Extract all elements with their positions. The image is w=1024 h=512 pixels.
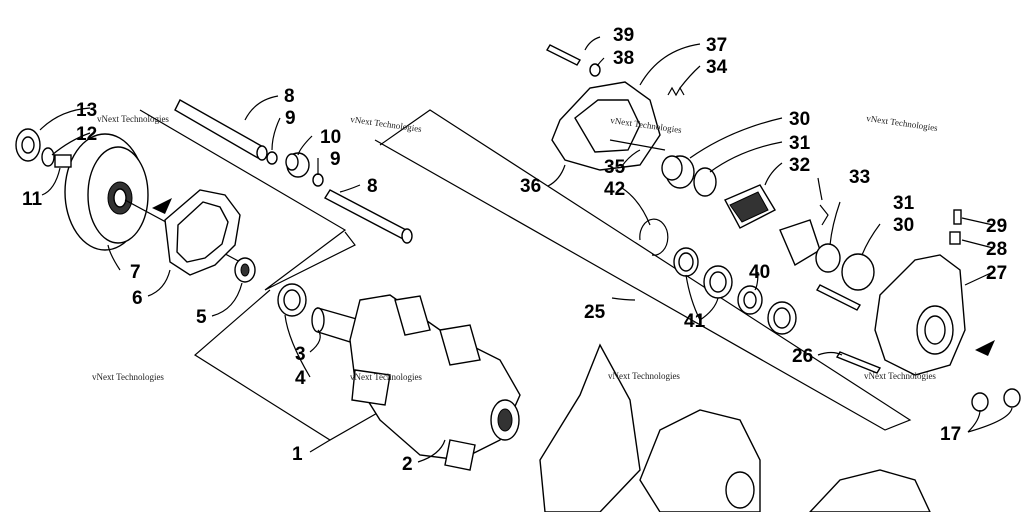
- bearing-ring-part-4: [277, 283, 307, 317]
- callout-7: 7: [130, 262, 141, 283]
- callout-30-upper: 30: [789, 109, 810, 130]
- bushing-part-11: [54, 154, 72, 168]
- callout-27: 27: [986, 263, 1007, 284]
- nut-part-17-a: [971, 392, 989, 412]
- callout-33: 33: [849, 167, 870, 188]
- callout-30-lower: 30: [893, 215, 914, 236]
- roller-part-10: [285, 152, 310, 178]
- washer-part-38: [589, 63, 601, 77]
- bolt-part-39: [546, 44, 581, 66]
- group-outline-upper-left: [139, 109, 356, 291]
- drive-sheave-part: [64, 133, 256, 271]
- callout-38: 38: [613, 48, 634, 69]
- callout-31-lower: 31: [893, 193, 915, 214]
- watermark-text: vNext Technologies: [97, 114, 169, 124]
- spacer-part-40: [737, 285, 763, 315]
- bearing-part-41-b: [703, 265, 733, 299]
- bushing-part-5: [234, 257, 256, 283]
- watermark-text: vNext Technologies: [92, 372, 164, 382]
- pad-plate-part: [779, 219, 821, 267]
- washer-part-13: [15, 128, 41, 162]
- callout-42: 42: [604, 179, 625, 200]
- arrow-icon: [152, 198, 172, 214]
- callout-12: 12: [76, 124, 97, 145]
- ring-part-31-upper: [693, 167, 717, 197]
- bearing-part-41-a: [673, 247, 699, 277]
- watermark-text: vNext Technologies: [608, 371, 680, 381]
- watermark-text: vNext Technologies: [866, 113, 939, 133]
- callout-10: 10: [320, 127, 341, 148]
- callout-25: 25: [584, 302, 606, 323]
- bushing-part-30-upper: [661, 155, 695, 189]
- caliper-housing-part-27: [874, 254, 966, 376]
- callout-5: 5: [196, 307, 207, 328]
- spider-assembly-part-2: [349, 294, 521, 471]
- bleeder-part-29: [953, 209, 962, 225]
- lower-gasket-part: [539, 343, 641, 512]
- leader-lines: [39, 36, 1013, 463]
- bushing-part-30-lower: [841, 253, 875, 291]
- callout-34: 34: [706, 57, 728, 78]
- caliper-body-part-36: [551, 81, 661, 171]
- callout-6: 6: [132, 288, 143, 309]
- bolt-part-26-lower: [835, 351, 882, 374]
- callout-40: 40: [749, 262, 770, 283]
- callout-41: 41: [684, 311, 706, 332]
- watermark-text: vNext Technologies: [864, 371, 936, 381]
- nut-part-17-b: [1003, 388, 1021, 408]
- callout-4: 4: [295, 368, 306, 389]
- callout-32: 32: [789, 155, 810, 176]
- callout-9-lower: 9: [330, 149, 341, 170]
- callout-31-upper: 31: [789, 133, 811, 154]
- callout-39: 39: [613, 25, 634, 46]
- callout-2: 2: [402, 454, 413, 475]
- washer-part-12: [41, 147, 55, 167]
- pin-part-35: [609, 139, 666, 151]
- bearing-part-40: [767, 301, 797, 335]
- callout-17: 17: [940, 424, 961, 445]
- ring-part-31-lower: [815, 243, 841, 273]
- brake-pad-part-32: [724, 184, 776, 229]
- callout-37: 37: [706, 35, 727, 56]
- cover-gasket-part: [164, 189, 241, 276]
- pin-part-lower: [324, 189, 413, 244]
- callout-1: 1: [292, 444, 303, 465]
- callout-8-lower: 8: [367, 176, 378, 197]
- bolt-part-26-upper: [816, 284, 861, 311]
- callout-35: 35: [604, 157, 626, 178]
- callout-11: 11: [22, 189, 43, 210]
- lower-housing-part: [639, 409, 761, 512]
- washer-part-9-upper: [266, 151, 278, 165]
- fitting-part-28: [949, 231, 961, 245]
- lower-sheave-part: [809, 469, 931, 512]
- washer-part-9-lower: [312, 173, 324, 187]
- callout-29: 29: [986, 216, 1007, 237]
- spring-clip-part-33: [819, 204, 829, 226]
- spring-part-34: [667, 86, 685, 97]
- callout-9-upper: 9: [285, 108, 296, 129]
- callout-3: 3: [295, 344, 306, 365]
- snap-ring-part-42: [639, 218, 669, 256]
- callout-8-upper: 8: [284, 86, 295, 107]
- callout-26: 26: [792, 346, 813, 367]
- group-outline-right: [374, 109, 912, 431]
- watermark-text: vNext Technologies: [350, 114, 423, 134]
- callout-13: 13: [76, 100, 97, 121]
- arrow-icon: [975, 340, 995, 356]
- watermark-text: vNext Technologies: [350, 372, 422, 382]
- callout-28: 28: [986, 239, 1007, 260]
- callout-36: 36: [520, 176, 541, 197]
- pin-part-upper: [174, 99, 268, 161]
